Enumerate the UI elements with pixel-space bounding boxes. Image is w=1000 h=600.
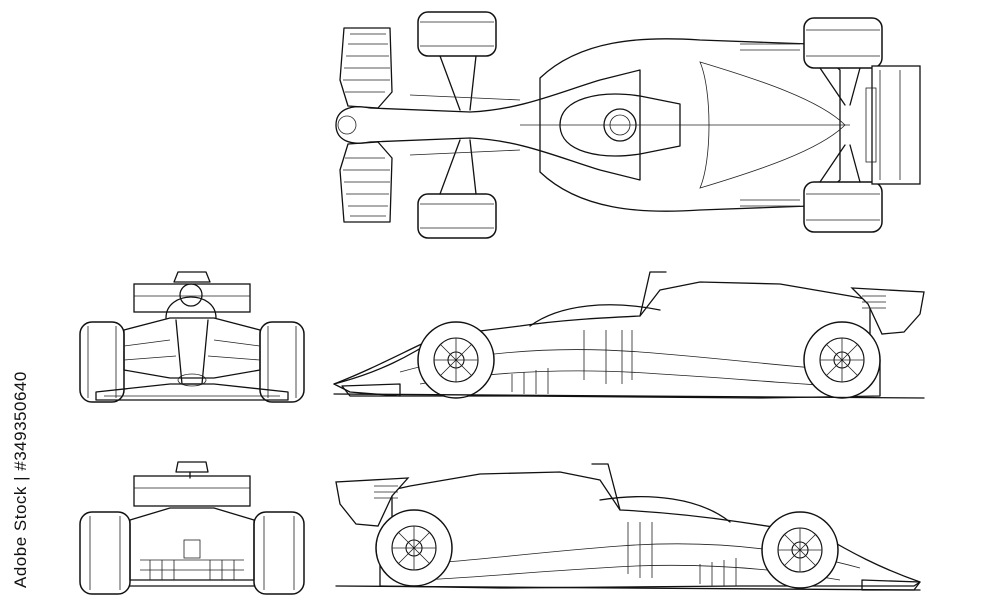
top-view-front-right-wheel xyxy=(417,193,497,239)
stock-id-label: Adobe Stock | #349350640 xyxy=(11,371,30,588)
rear-view-car xyxy=(79,461,305,595)
rear-view-right-wheel xyxy=(253,511,305,595)
front-view-front-wing xyxy=(95,383,289,401)
top-view-rear-left-wheel xyxy=(803,17,883,69)
top-view-rear-right-wheel xyxy=(803,181,883,233)
top-view-rear-wing xyxy=(871,65,921,185)
top-view-chassis xyxy=(539,38,841,212)
top-view-front-wing xyxy=(339,27,393,223)
side-view-left-rear-wing xyxy=(335,477,410,527)
side-view-right-car xyxy=(333,271,925,399)
front-view-car xyxy=(79,271,305,403)
side-view-left-body xyxy=(379,471,921,589)
rear-view-left-wheel xyxy=(79,511,131,595)
top-view-front-left-wheel xyxy=(417,11,497,57)
side-view-right-rear-wing xyxy=(850,287,925,335)
rear-view-rear-wing xyxy=(133,475,251,507)
side-view-right-body xyxy=(333,281,881,399)
side-view-left-car xyxy=(335,463,921,591)
top-view-car xyxy=(335,11,921,239)
